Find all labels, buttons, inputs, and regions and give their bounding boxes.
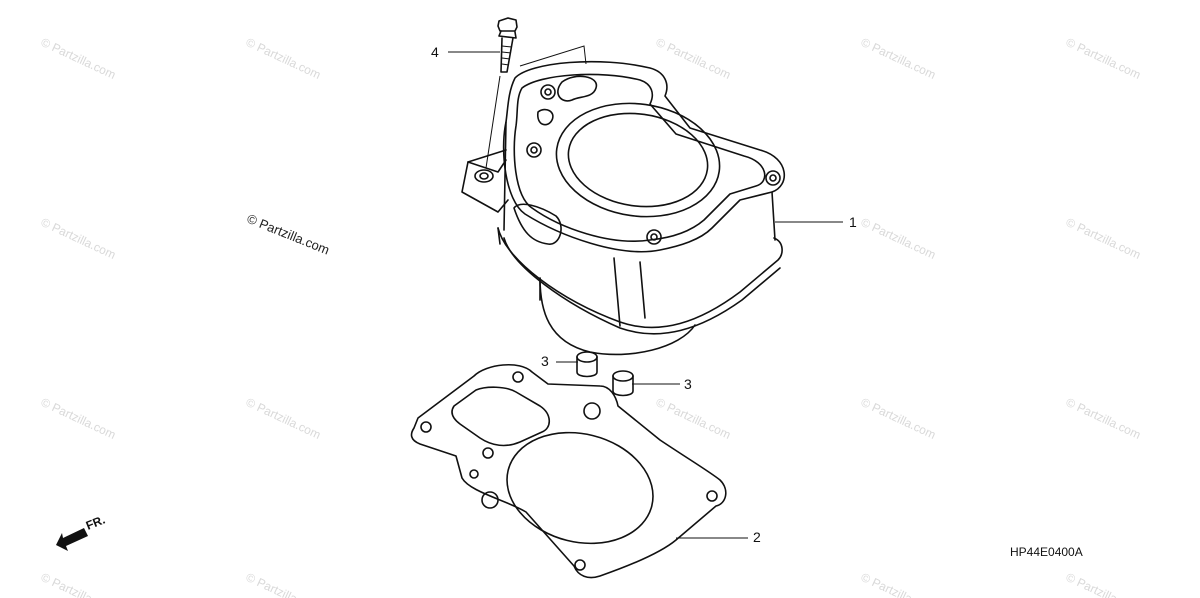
watermark-tile: © Partzilla.com [1064, 570, 1143, 598]
dowel-pin-left[interactable] [576, 351, 598, 378]
watermark-tile: © Partzilla.com [39, 570, 118, 598]
dowel-pin-right[interactable] [612, 370, 634, 397]
watermark-tile: © Partzilla.com [859, 35, 938, 82]
watermark-tile: © Partzilla.com [859, 395, 938, 442]
watermark-tile: © Partzilla.com [39, 35, 118, 82]
watermark-tile: © Partzilla.com [244, 35, 323, 82]
cylinder-base-gasket[interactable] [410, 363, 727, 579]
cylinder[interactable] [461, 45, 786, 356]
callout-2: 2 [676, 529, 761, 545]
callout-3-left: 3 [541, 353, 578, 369]
front-label: FR. [84, 513, 107, 533]
watermark-tile: © Partzilla.com [1064, 215, 1143, 262]
watermark-tiles: © Partzilla.com © Partzilla.com © Partzi… [39, 35, 1143, 598]
watermark-tile: © Partzilla.com [39, 215, 118, 262]
watermark-tile: © Partzilla.com [859, 570, 938, 598]
watermark-tile: © Partzilla.com [1064, 35, 1143, 82]
callout-1: 1 [775, 214, 857, 230]
bolt[interactable] [485, 17, 518, 169]
watermark-tile: © Partzilla.com [244, 395, 323, 442]
callout-3-right: 3 [632, 376, 692, 392]
watermark-tile: © Partzilla.com [244, 570, 323, 598]
watermark-tile: © Partzilla.com [859, 215, 938, 262]
callout-label: 3 [541, 353, 549, 369]
callout-label: 4 [431, 44, 439, 60]
callout-label: 3 [684, 376, 692, 392]
front-direction-arrow: FR. [56, 513, 107, 551]
watermark-tile: © Partzilla.com [654, 395, 733, 442]
watermark-tile: © Partzilla.com [39, 395, 118, 442]
callout-label: 2 [753, 529, 761, 545]
arrow-left-icon [56, 528, 88, 551]
watermark-main: © Partzilla.com [245, 211, 332, 258]
diagram-code: HP44E0400A [1010, 545, 1083, 559]
callout-4: 4 [431, 44, 500, 60]
callout-label: 1 [849, 214, 857, 230]
watermark-tile: © Partzilla.com [654, 35, 733, 82]
watermark-tile: © Partzilla.com [1064, 395, 1143, 442]
